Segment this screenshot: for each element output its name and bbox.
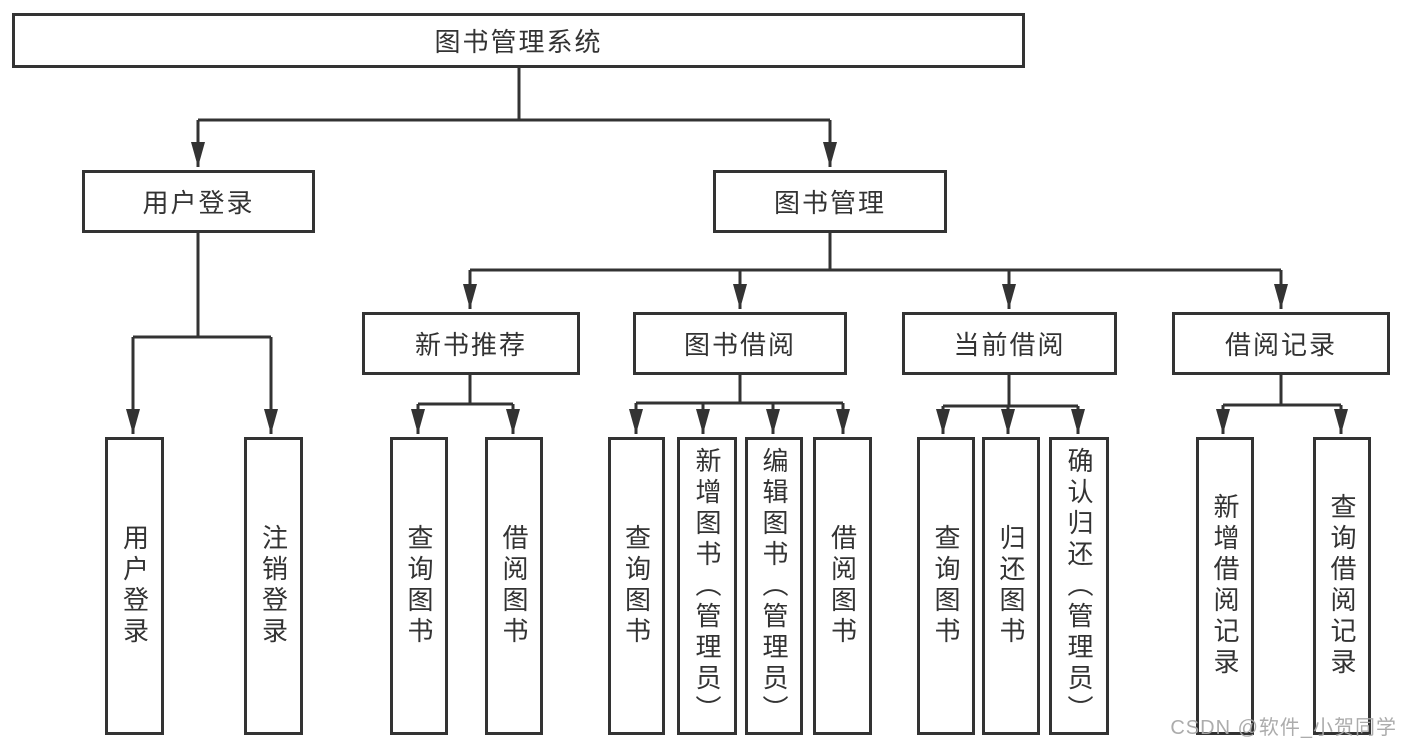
leaf-query-books-2-label: 查询图书	[621, 524, 652, 648]
leaf-query-books-2: 查询图书	[608, 437, 665, 735]
leaf-logout-login-label: 注销登录	[258, 524, 289, 648]
node-current-borrowing: 当前借阅	[902, 312, 1117, 375]
leaf-return-books: 归还图书	[982, 437, 1040, 735]
node-new-book-recommend: 新书推荐	[362, 312, 580, 375]
leaf-query-borrow-record: 查询借阅记录	[1313, 437, 1371, 735]
leaf-user-login: 用户登录	[105, 437, 164, 735]
leaf-borrow-books-2: 借阅图书	[813, 437, 872, 735]
node-book-management: 图书管理	[713, 170, 947, 233]
node-user-login: 用户登录	[82, 170, 315, 233]
csdn-watermark: CSDN @软件_小贺同学	[1170, 717, 1397, 739]
node-library-system: 图书管理系统	[12, 13, 1025, 68]
leaf-query-books-1: 查询图书	[390, 437, 448, 735]
leaf-confirm-return-admin-label: 确认归还（管理员）	[1064, 446, 1094, 726]
leaf-query-books-1-label: 查询图书	[404, 524, 434, 648]
node-book-borrowing: 图书借阅	[633, 312, 847, 375]
leaf-borrow-books-1: 借阅图书	[485, 437, 543, 735]
leaf-logout-login: 注销登录	[244, 437, 303, 735]
leaf-user-login-label: 用户登录	[119, 524, 150, 648]
leaf-query-books-3: 查询图书	[917, 437, 975, 735]
leaf-query-borrow-record-label: 查询借阅记录	[1327, 493, 1357, 679]
leaf-add-books-admin-label: 新增图书（管理员）	[692, 446, 722, 726]
leaf-query-books-3-label: 查询图书	[931, 524, 961, 648]
leaf-confirm-return-admin: 确认归还（管理员）	[1049, 437, 1109, 735]
leaf-borrow-books-1-label: 借阅图书	[499, 524, 529, 648]
node-borrowing-records: 借阅记录	[1172, 312, 1390, 375]
leaf-add-books-admin: 新增图书（管理员）	[677, 437, 737, 735]
leaf-add-borrow-record: 新增借阅记录	[1196, 437, 1254, 735]
leaf-borrow-books-2-label: 借阅图书	[827, 524, 858, 648]
leaf-return-books-label: 归还图书	[996, 524, 1026, 648]
leaf-edit-books-admin: 编辑图书（管理员）	[745, 437, 803, 735]
leaf-add-borrow-record-label: 新增借阅记录	[1210, 493, 1240, 679]
leaf-edit-books-admin-label: 编辑图书（管理员）	[759, 446, 789, 726]
